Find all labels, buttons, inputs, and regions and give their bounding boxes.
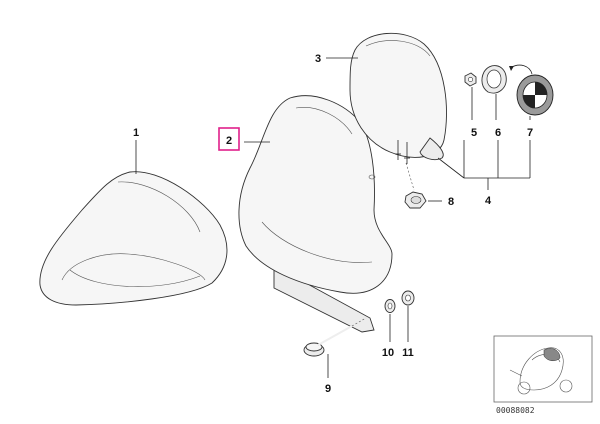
leader-lines bbox=[135, 57, 531, 378]
vehicle-thumbnail[interactable] bbox=[493, 335, 593, 403]
callout-10[interactable]: 10 bbox=[382, 347, 394, 359]
callout-5[interactable]: 5 bbox=[471, 127, 477, 139]
callout-6[interactable]: 6 bbox=[495, 127, 501, 139]
callout-1[interactable]: 1 bbox=[133, 127, 139, 139]
callout-2[interactable]: 2 bbox=[226, 135, 232, 147]
callout-8[interactable]: 8 bbox=[448, 196, 454, 208]
reference-number: 00088082 bbox=[496, 406, 535, 415]
callout-labels: 1 2 3 4 5 6 7 8 9 10 11 bbox=[133, 53, 533, 395]
part-10-washer[interactable] bbox=[384, 299, 396, 313]
callout-11[interactable]: 11 bbox=[402, 347, 414, 359]
callout-7[interactable]: 7 bbox=[527, 127, 533, 139]
part-3-headrest[interactable] bbox=[349, 32, 447, 164]
part-1-cushion[interactable] bbox=[39, 171, 228, 306]
callout-9[interactable]: 9 bbox=[325, 383, 331, 395]
part-9-screw[interactable] bbox=[303, 317, 367, 357]
part-5-nut[interactable] bbox=[464, 72, 477, 87]
part-6-ring[interactable] bbox=[481, 65, 507, 94]
callout-2-highlight bbox=[218, 127, 240, 151]
part-11-washer[interactable] bbox=[401, 290, 415, 306]
callout-3[interactable]: 3 bbox=[315, 53, 321, 65]
part-8-nut[interactable] bbox=[404, 162, 427, 209]
part-2-backrest[interactable] bbox=[238, 95, 393, 333]
part-7-emblem[interactable] bbox=[509, 64, 554, 116]
callout-4[interactable]: 4 bbox=[485, 195, 492, 207]
